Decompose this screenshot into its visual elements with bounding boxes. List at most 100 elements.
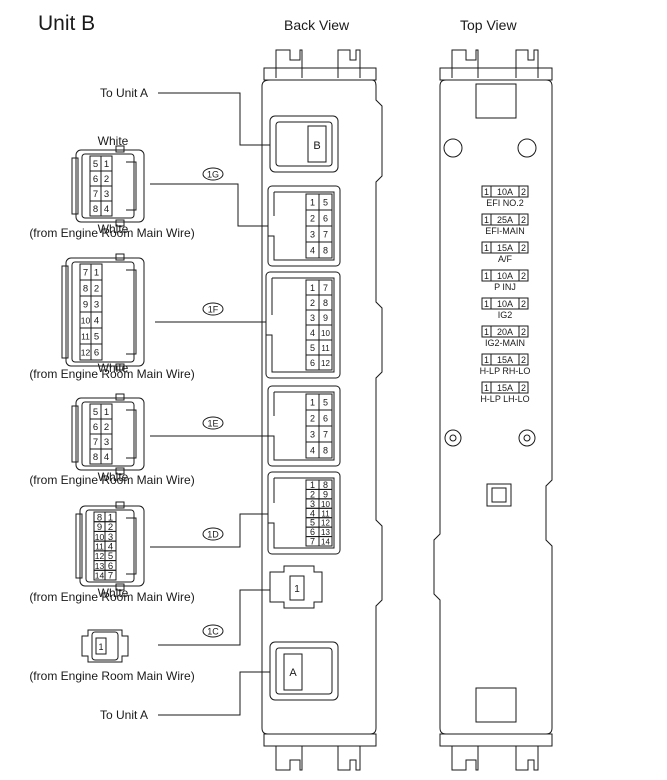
pin-number: 2 bbox=[310, 413, 315, 423]
fuse-rating: 15A bbox=[497, 243, 513, 253]
pin-number: 5 bbox=[93, 159, 98, 170]
fuse: 1 15A 2A/F bbox=[481, 241, 529, 264]
pin-number: 3 bbox=[310, 429, 315, 439]
pin-number: 14 bbox=[321, 538, 330, 547]
white-label: White bbox=[98, 222, 129, 236]
socket-a-label: A bbox=[289, 667, 297, 679]
pin-cell bbox=[104, 569, 117, 581]
fuse-terminal-2: 2 bbox=[521, 215, 526, 225]
fuse-name: IG2 bbox=[498, 310, 513, 320]
pin-number: 1 bbox=[294, 584, 300, 595]
fuse-terminal-2: 2 bbox=[521, 355, 526, 365]
fuse-terminal-1: 1 bbox=[484, 355, 489, 365]
pin-number: 6 bbox=[108, 561, 113, 572]
socket-a: A bbox=[269, 641, 339, 701]
fuse-rating: 15A bbox=[497, 383, 513, 393]
pin-number: 11 bbox=[81, 332, 90, 342]
pin-number: 8 bbox=[323, 298, 328, 308]
pin-number: 8 bbox=[83, 284, 88, 295]
connector-leader bbox=[150, 183, 268, 227]
white-label: White bbox=[98, 134, 129, 148]
pin-number: 3 bbox=[94, 300, 99, 311]
pin-number: 3 bbox=[104, 189, 109, 200]
pin-number: 2 bbox=[108, 522, 113, 533]
fuse-terminal-2: 2 bbox=[521, 243, 526, 253]
pin-number: 1 bbox=[98, 642, 103, 652]
pin-number: 1 bbox=[310, 197, 315, 207]
fuse-name: A/F bbox=[498, 254, 513, 264]
connector-callout bbox=[202, 416, 224, 430]
fuse-name: IG2-MAIN bbox=[485, 338, 525, 348]
pin-number: 4 bbox=[310, 245, 315, 255]
pin-number: 5 bbox=[94, 332, 99, 343]
pin-cell bbox=[90, 343, 103, 361]
pin-number: 4 bbox=[108, 542, 113, 553]
pin-number: 11 bbox=[321, 509, 330, 518]
pin-number: 10 bbox=[95, 532, 105, 542]
fuse-rating: 10A bbox=[497, 299, 513, 309]
pin-number: 7 bbox=[93, 437, 98, 448]
pin-number: 3 bbox=[104, 437, 109, 448]
pin-number: 7 bbox=[323, 283, 328, 293]
pin-number: 1 bbox=[310, 480, 315, 490]
pin-number: 5 bbox=[310, 343, 315, 353]
pin-number: 4 bbox=[310, 508, 315, 518]
fuse-name: H-LP LH-LO bbox=[480, 394, 529, 404]
pin-number: 5 bbox=[93, 407, 98, 418]
pin-number: 3 bbox=[310, 313, 315, 323]
fuse-terminal-1: 1 bbox=[484, 243, 489, 253]
top-view-heading: Top View bbox=[460, 17, 517, 33]
page-title: Unit B bbox=[38, 12, 95, 35]
pin-number: 4 bbox=[104, 204, 109, 215]
pin-number: 2 bbox=[310, 489, 315, 499]
fuse-name: P INJ bbox=[494, 282, 516, 292]
fuse-terminal-1: 1 bbox=[484, 327, 489, 337]
from-wire-label: (from Engine Room Main Wire) bbox=[29, 669, 194, 683]
connector-leader bbox=[158, 589, 270, 646]
from-wire-label: (from Engine Room Main Wire) bbox=[29, 367, 194, 381]
fuse-rating: 20A bbox=[497, 327, 513, 337]
pin-number: 12 bbox=[321, 359, 330, 368]
white-label: White bbox=[98, 470, 129, 484]
pin-number: 8 bbox=[93, 204, 98, 215]
fuse-terminal-1: 1 bbox=[484, 215, 489, 225]
connector-callout bbox=[202, 624, 224, 638]
pin-number: 9 bbox=[83, 300, 88, 311]
fuse-rating: 10A bbox=[497, 271, 513, 281]
pin-number: 9 bbox=[97, 522, 102, 533]
back-view-housing bbox=[261, 49, 383, 771]
fuse-rating: 25A bbox=[497, 215, 513, 225]
pin-number: 2 bbox=[94, 284, 99, 295]
pin-number: 6 bbox=[323, 213, 328, 223]
pin-number: 1 bbox=[104, 159, 109, 170]
connector-id: 1D bbox=[207, 530, 219, 540]
pin-number: 2 bbox=[104, 174, 109, 185]
to-unit-a-label-top: To Unit A bbox=[100, 86, 148, 100]
pin-number: 5 bbox=[323, 197, 328, 207]
pin-number: 12 bbox=[81, 348, 91, 358]
pin-number: 1 bbox=[108, 512, 113, 523]
to-unit-a-leader-bottom bbox=[158, 671, 270, 716]
pin-number: 12 bbox=[321, 519, 330, 528]
pin-number: 7 bbox=[323, 429, 328, 439]
pin-number: 13 bbox=[321, 528, 330, 537]
fuse-terminal-2: 2 bbox=[521, 187, 526, 197]
pin-number: 11 bbox=[95, 542, 104, 552]
connector-id: 1F bbox=[208, 305, 219, 315]
white-label: White bbox=[98, 361, 129, 375]
pin-cell bbox=[318, 536, 333, 547]
pin-number: 4 bbox=[310, 445, 315, 455]
pin-number: 3 bbox=[310, 499, 315, 509]
